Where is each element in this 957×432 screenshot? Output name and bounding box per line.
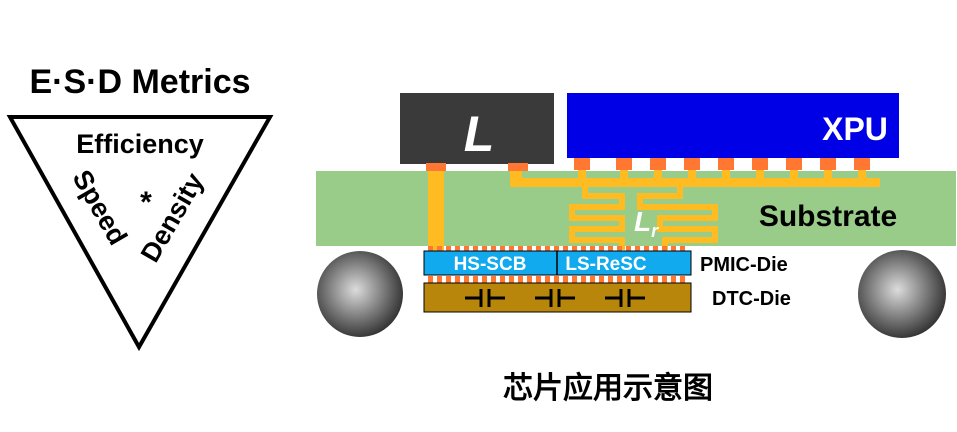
solder-bump <box>437 276 442 283</box>
inductor-pad-left <box>426 163 446 171</box>
solder-bump <box>563 276 568 283</box>
solder-bump <box>518 276 523 283</box>
hs-scb-label: HS-SCB <box>454 254 527 275</box>
solder-bump <box>428 246 433 252</box>
xpu-bumps <box>574 158 870 170</box>
solder-bump <box>653 246 658 252</box>
solder-bump <box>590 246 595 252</box>
esd-triangle <box>6 115 274 352</box>
solder-bump <box>581 276 586 283</box>
solder-bump <box>437 246 442 252</box>
pmic-bumps <box>428 246 685 252</box>
solder-bump <box>671 246 676 252</box>
dtc-die-label: DTC-Die <box>712 288 791 310</box>
inductor-label: L <box>464 106 495 162</box>
inductor-component <box>400 93 554 164</box>
solder-bump <box>446 276 451 283</box>
solder-bump <box>671 276 676 283</box>
solder-bump <box>455 276 460 283</box>
solder-bump <box>545 246 550 252</box>
solder-bump <box>626 276 631 283</box>
efficiency-label: Efficiency <box>76 129 204 159</box>
lr-label: Lr <box>634 206 659 241</box>
xpu-label: XPU <box>822 111 888 147</box>
solder-bump <box>527 276 532 283</box>
solder-bump <box>509 246 514 252</box>
solder-bump <box>482 246 487 252</box>
solder-bump <box>455 246 460 252</box>
solder-bump <box>491 246 496 252</box>
solder-bump <box>482 276 487 283</box>
solder-bump <box>599 276 604 283</box>
solder-bump <box>554 246 559 252</box>
solder-bump <box>617 246 622 252</box>
esd-star: * <box>140 186 152 219</box>
solder-bump <box>653 276 658 283</box>
inductor-pad-right <box>508 163 528 171</box>
solder-bump <box>563 246 568 252</box>
solder-bump <box>545 276 550 283</box>
solder-bump <box>626 246 631 252</box>
solder-bump <box>464 246 469 252</box>
routing-traces <box>428 168 880 252</box>
solder-bump <box>446 246 451 252</box>
solder-bump <box>464 276 469 283</box>
solder-bump <box>473 276 478 283</box>
solder-bump <box>599 246 604 252</box>
solder-bump <box>644 246 649 252</box>
solder-bump <box>500 246 505 252</box>
solder-bump <box>536 246 541 252</box>
solder-bump <box>662 276 667 283</box>
solder-bump <box>572 276 577 283</box>
solder-bump <box>680 276 685 283</box>
solder-bump <box>491 276 496 283</box>
solder-bump <box>590 276 595 283</box>
solder-bump <box>572 246 577 252</box>
capacitor-symbol-icon <box>535 289 575 307</box>
esd-title: E·S·D Metrics <box>29 63 250 101</box>
ls-resc-label: LS-ReSC <box>565 254 647 275</box>
solder-bump <box>473 246 478 252</box>
solder-bump <box>635 246 640 252</box>
capacitor-symbol-icon <box>605 289 645 307</box>
caption: 芯片应用示意图 <box>503 371 713 405</box>
capacitor-icon <box>465 289 645 307</box>
solder-bump <box>554 276 559 283</box>
solder-bump <box>428 276 433 283</box>
capacitor-symbol-icon <box>465 289 505 307</box>
xpu-chip <box>567 93 899 158</box>
solder-bump <box>527 246 532 252</box>
solder-ball-right <box>858 250 946 338</box>
solder-bump <box>608 276 613 283</box>
lr-inductor <box>569 187 718 250</box>
solder-bump <box>644 276 649 283</box>
solder-bump <box>635 276 640 283</box>
solder-bump <box>617 276 622 283</box>
solder-bump <box>680 246 685 252</box>
pmic-die-label: PMIC-Die <box>700 254 788 276</box>
solder-bump <box>509 276 514 283</box>
solder-bump <box>662 246 667 252</box>
dtc-bumps <box>428 276 685 283</box>
solder-bump <box>581 246 586 252</box>
solder-bump <box>500 276 505 283</box>
solder-bump <box>608 246 613 252</box>
substrate-label: Substrate <box>759 200 897 233</box>
solder-bump <box>536 276 541 283</box>
solder-bump <box>518 246 523 252</box>
solder-ball-left <box>317 251 403 337</box>
